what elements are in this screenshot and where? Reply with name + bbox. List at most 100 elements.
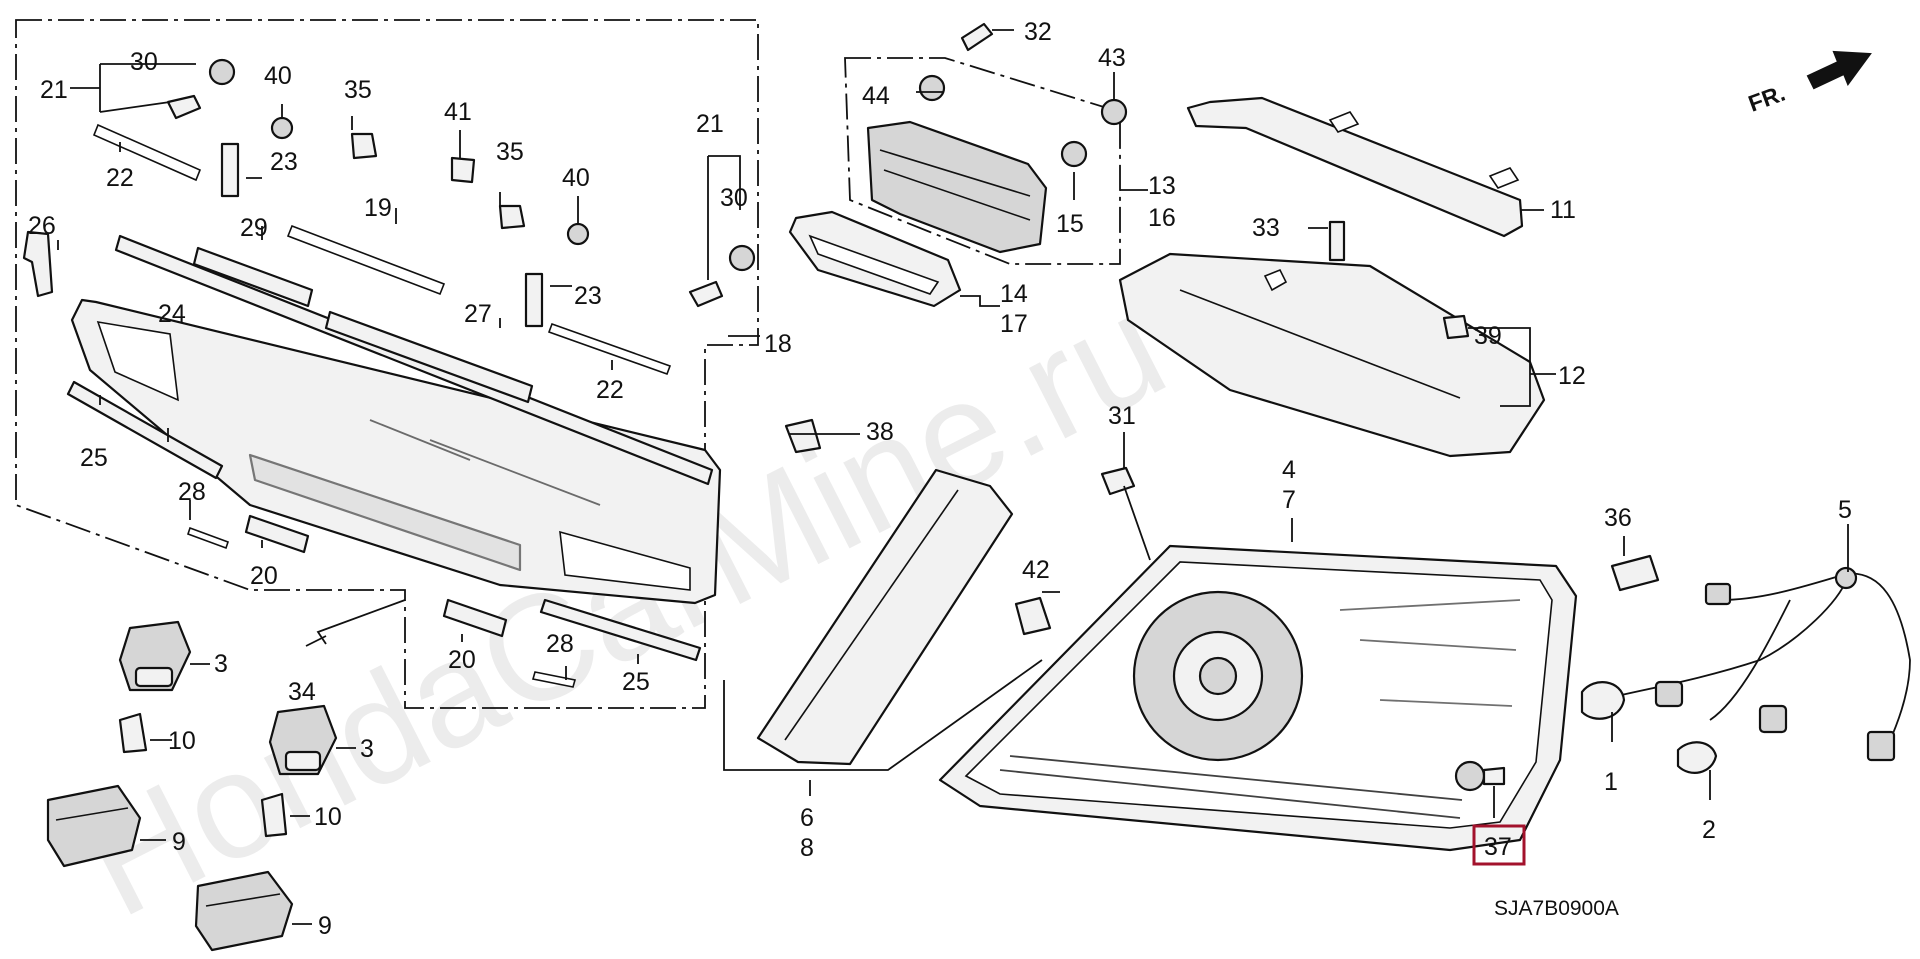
callout-39: 39 [1474, 322, 1502, 350]
nut-30b [728, 244, 756, 272]
tape-28a [186, 526, 230, 550]
callout-42: 42 [1022, 556, 1050, 584]
callout-23b: 23 [574, 282, 602, 310]
callout-38: 38 [866, 418, 894, 446]
side-garnish-6[interactable] [756, 468, 1014, 766]
clip-42 [1014, 596, 1052, 636]
screw-33 [1328, 220, 1346, 262]
callout-31: 31 [1108, 402, 1136, 430]
callout-22a: 22 [106, 164, 134, 192]
bulb-10a[interactable] [118, 712, 148, 754]
fr-label: FR. [1745, 80, 1789, 117]
front-direction-indicator: FR. [1745, 50, 1872, 117]
leaders-top-right [1308, 209, 1556, 407]
clip-26 [22, 230, 54, 298]
leaders-top-middle [916, 29, 1148, 307]
callout-21b: 21 [696, 110, 724, 138]
callout-29: 29 [240, 214, 268, 242]
high-mount-gasket[interactable] [788, 210, 962, 308]
callout-10b: 10 [314, 803, 342, 831]
leaders-center [809, 432, 1293, 796]
tail-light-4[interactable] [938, 544, 1578, 852]
tape-22b [547, 322, 672, 376]
tape-19 [286, 224, 446, 296]
callout-35b: 35 [496, 138, 524, 166]
callout-16: 16 [1148, 204, 1176, 232]
callout-2: 2 [1702, 816, 1716, 844]
callout-8: 8 [800, 834, 814, 862]
license-lamp-9a[interactable] [46, 784, 142, 868]
callout-14: 14 [1000, 280, 1028, 308]
clip-41 [450, 156, 476, 184]
bracket-6-8-outline [723, 659, 1043, 771]
front-arrow-icon [1806, 50, 1872, 90]
license-lamp-9b[interactable] [194, 870, 294, 952]
seal-strip-29 [192, 246, 314, 308]
callout-18: 18 [764, 330, 792, 358]
seal-strip-25a [66, 380, 224, 480]
wire-harness-5[interactable] [1599, 566, 1911, 762]
callout-22b: 22 [596, 376, 624, 404]
callout-40b: 40 [562, 164, 590, 192]
callout-41: 41 [444, 98, 472, 126]
callout-32: 32 [1024, 18, 1052, 46]
callout-5: 5 [1838, 496, 1852, 524]
callout-19: 19 [364, 194, 392, 222]
pad-20b [442, 598, 508, 638]
clip-35a [350, 132, 378, 160]
grommet-15 [1060, 140, 1088, 168]
callout-23a: 23 [270, 148, 298, 176]
callout-7: 7 [1282, 486, 1296, 514]
callout-27: 27 [464, 300, 492, 328]
diagram-code: SJA7B0900A [1494, 897, 1619, 920]
callout-44: 44 [862, 82, 890, 110]
callout-43: 43 [1098, 44, 1126, 72]
callout-10a: 10 [168, 727, 196, 755]
clip-39 [1442, 314, 1470, 340]
socket-3b[interactable] [268, 704, 338, 776]
nut-40a [270, 116, 294, 140]
callout-20a: 20 [250, 562, 278, 590]
callout-15: 15 [1056, 210, 1084, 238]
grommet-44 [918, 74, 946, 102]
spacer-23a [220, 142, 240, 198]
callout-36: 36 [1604, 504, 1632, 532]
callout-26: 26 [28, 212, 56, 240]
callout-25b: 25 [622, 668, 650, 696]
callout-35a: 35 [344, 76, 372, 104]
bulb-2[interactable] [1676, 741, 1718, 774]
garnish-group-outline [15, 19, 759, 709]
pad-20a [244, 514, 310, 554]
callout-24: 24 [158, 300, 186, 328]
leaders-lower-left [140, 635, 356, 925]
leaders-right [1493, 524, 1849, 818]
callout-40a: 40 [264, 62, 292, 90]
bulb-1[interactable] [1580, 681, 1626, 720]
socket-3a[interactable] [118, 620, 192, 692]
nut-30a [208, 58, 236, 86]
callout-1: 1 [1604, 768, 1618, 796]
callout-9b: 9 [318, 912, 332, 940]
callout-12: 12 [1558, 362, 1586, 390]
rear-license-garnish[interactable] [70, 298, 722, 605]
screw-21b [688, 280, 724, 308]
spoiler-cover-12[interactable] [1118, 252, 1546, 458]
callout-34: 34 [288, 678, 316, 706]
nut-37[interactable] [1454, 760, 1506, 792]
screw-32 [960, 22, 994, 52]
seal-strip-25b [539, 598, 702, 662]
grommet-43 [1100, 98, 1128, 126]
callout-9a: 9 [172, 828, 186, 856]
callout-3b: 3 [360, 735, 374, 763]
callout-6: 6 [800, 804, 814, 832]
callout-20b: 20 [448, 646, 476, 674]
tape-22a [92, 123, 202, 182]
high-mount-stop-light[interactable] [866, 120, 1048, 254]
bracket-11[interactable] [1186, 96, 1524, 238]
callout-17: 17 [1000, 310, 1028, 338]
grommet-36 [1610, 554, 1660, 592]
clip-38 [784, 418, 822, 454]
bulb-10b[interactable] [260, 792, 288, 838]
nut-40b [566, 222, 590, 246]
callout-25a: 25 [80, 444, 108, 472]
